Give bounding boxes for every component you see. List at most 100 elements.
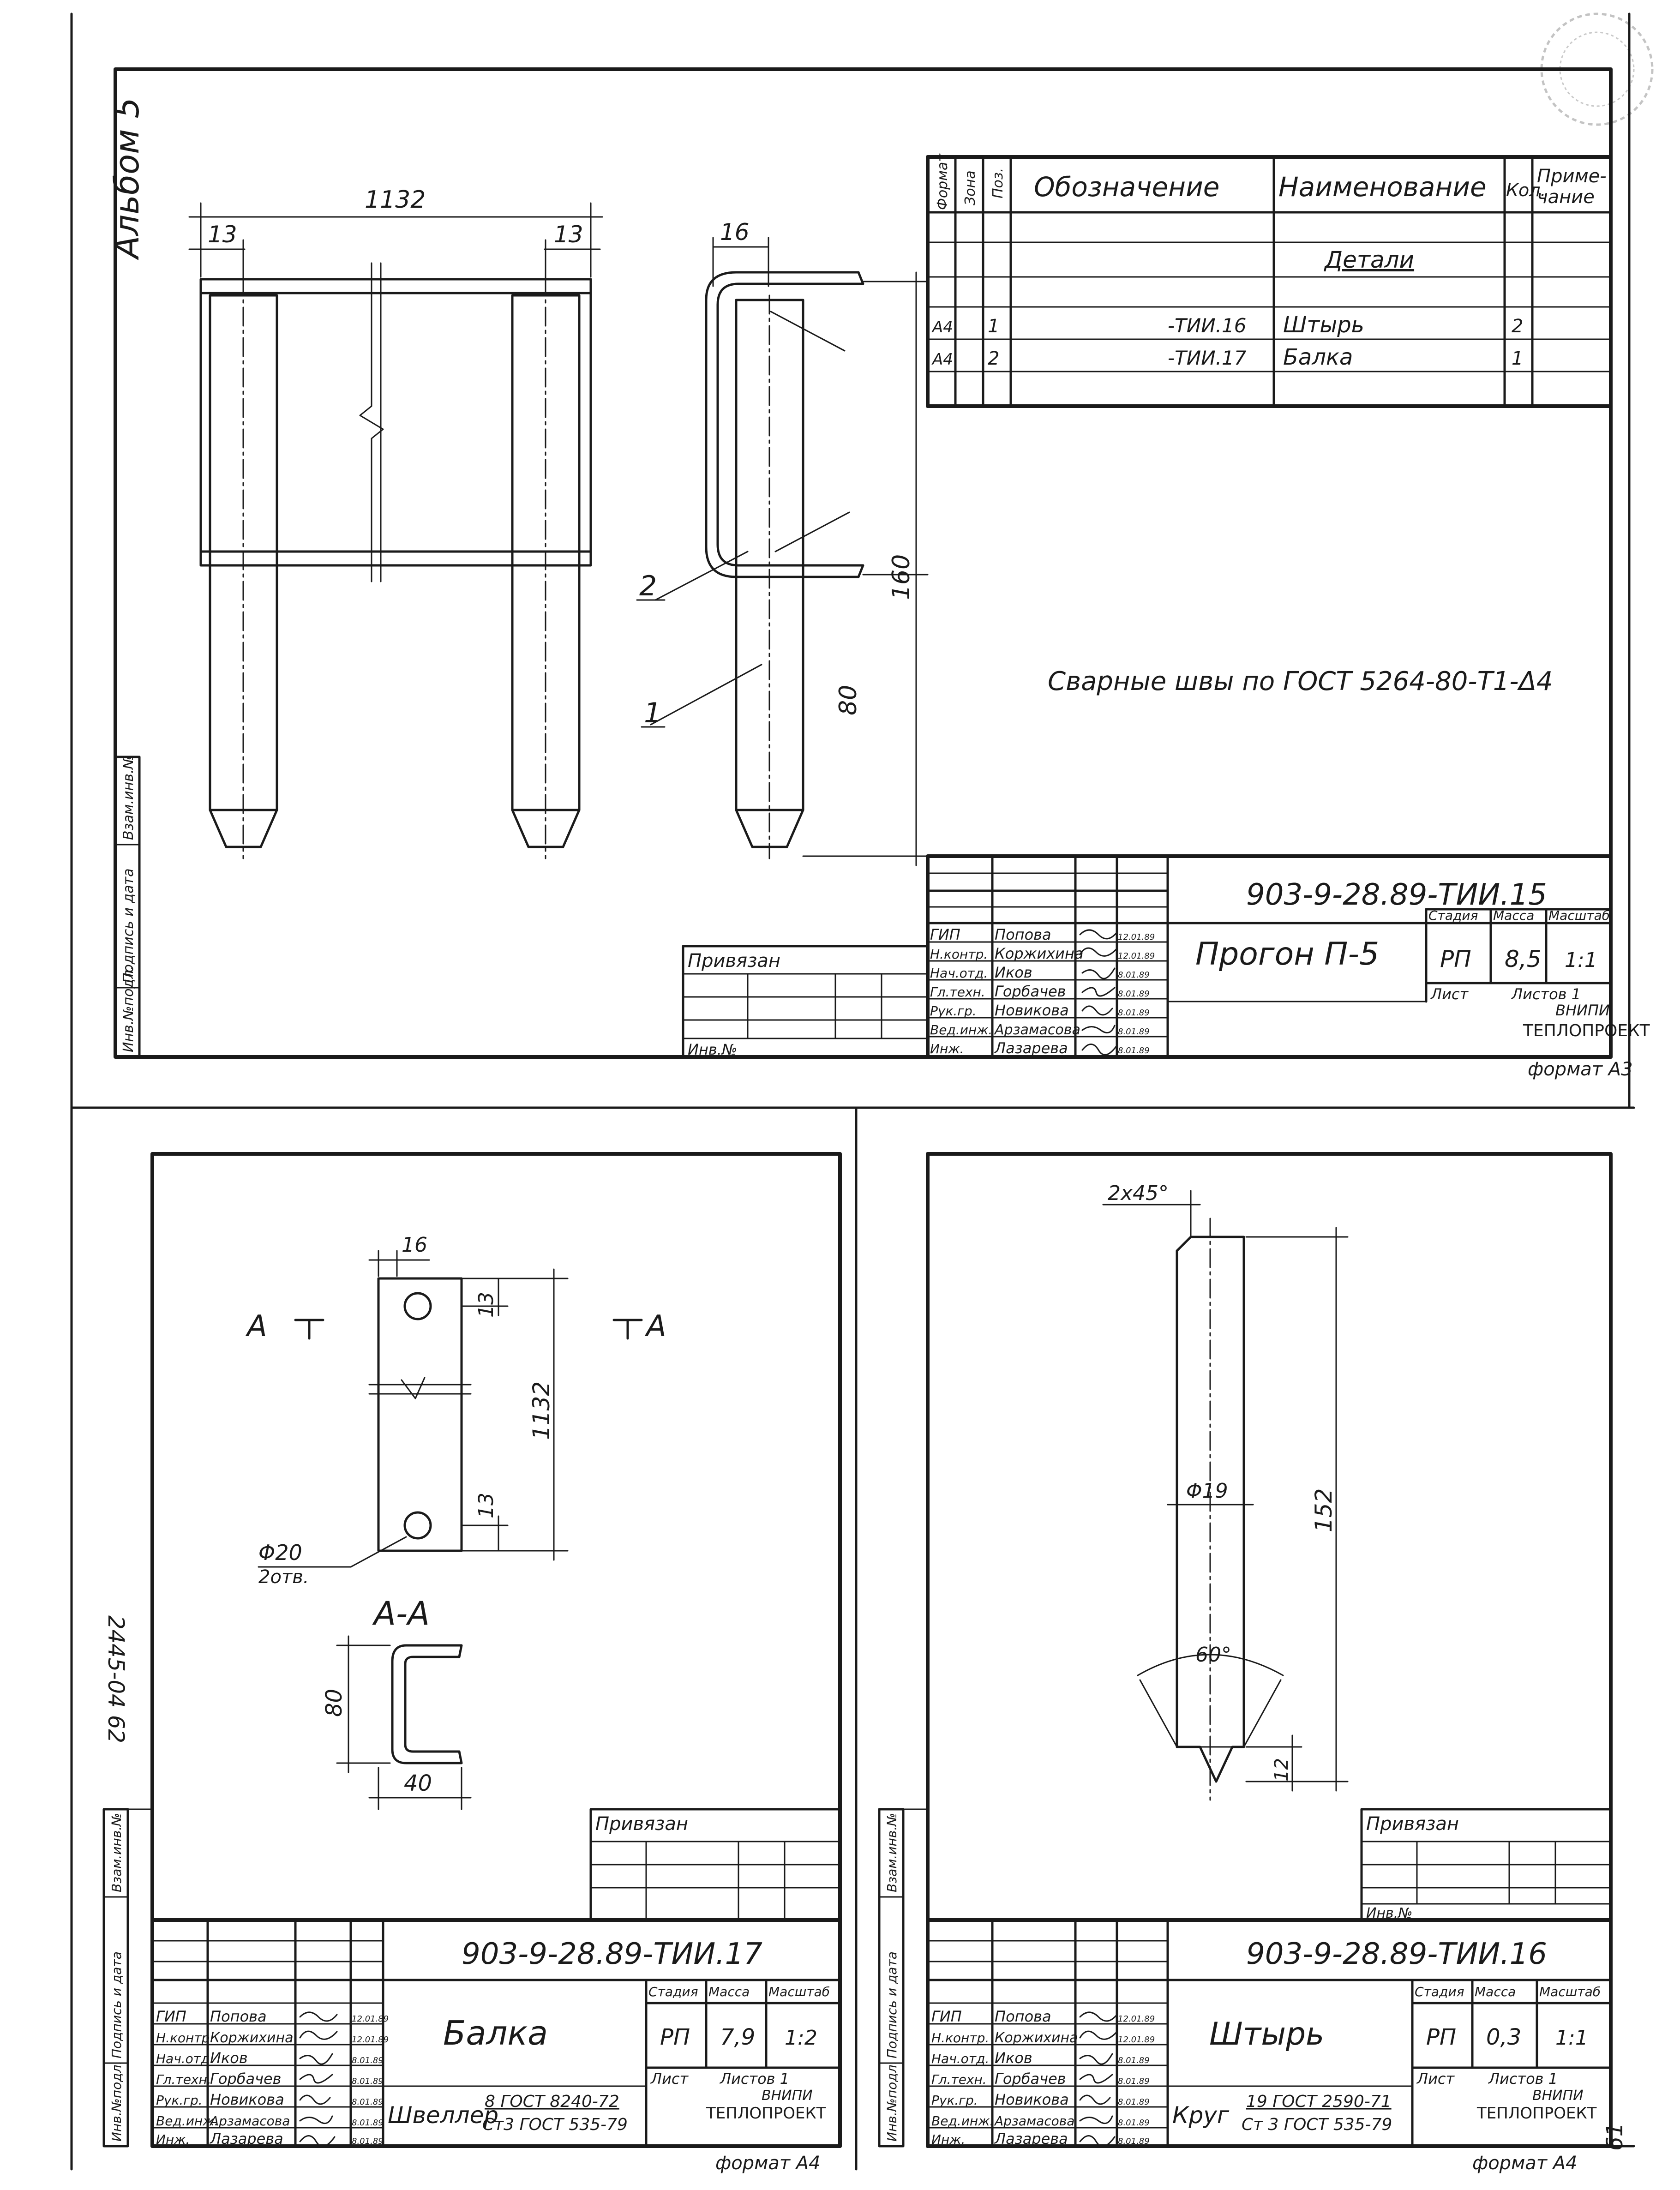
svg-text:Попова: Попова bbox=[210, 2008, 267, 2025]
svg-text:Гл.техн.: Гл.техн. bbox=[931, 2072, 987, 2087]
svg-text:Инв.№подл.: Инв.№подл. bbox=[884, 2061, 900, 2142]
spec-header-pos: Поз. bbox=[990, 168, 1006, 198]
svg-text:Подпись и дата: Подпись и дата bbox=[120, 869, 137, 984]
right-hdr-stage: Стадия bbox=[1415, 1984, 1464, 1999]
right-title-block bbox=[926, 1918, 1613, 2148]
right-hdr-mass: Масса bbox=[1475, 1984, 1516, 1999]
left-stage: РП bbox=[660, 2024, 690, 2050]
beam-hole-dia: Φ20 bbox=[258, 1540, 302, 1565]
left-material-bottom: Ст3 ГОСТ 535-79 bbox=[482, 2115, 628, 2134]
svg-text:8.01.89: 8.01.89 bbox=[1118, 2056, 1150, 2065]
top-inv: Инв.№ bbox=[688, 1041, 737, 1058]
top-title-block bbox=[682, 854, 1613, 1059]
svg-text:Арзамасова: Арзамасова bbox=[994, 2113, 1074, 2129]
svg-text:Гл.техн.: Гл.техн. bbox=[930, 984, 985, 1000]
svg-text:Попова: Попова bbox=[995, 926, 1051, 943]
pin-diameter: Φ19 bbox=[1186, 1479, 1228, 1503]
svg-text:Горбачев: Горбачев bbox=[995, 2070, 1066, 2088]
svg-text:Инв.№подл.: Инв.№подл. bbox=[120, 966, 137, 1052]
spec-row2-qty: 1 bbox=[1512, 348, 1523, 369]
svg-text:Горбачев: Горбачев bbox=[995, 983, 1066, 1000]
spec-header-note-1: Приме- bbox=[1537, 166, 1607, 187]
right-sheet-title: Штырь bbox=[1209, 2016, 1324, 2052]
left-org-2: ТЕПЛОПРОЕКТ bbox=[706, 2104, 826, 2123]
beam-plan-view bbox=[258, 1250, 643, 1568]
right-material-label: Круг bbox=[1172, 2102, 1230, 2129]
svg-text:8.01.89: 8.01.89 bbox=[1118, 989, 1150, 999]
svg-text:Коржихина: Коржихина bbox=[995, 945, 1084, 962]
left-hdr-stage: Стадия bbox=[648, 1984, 698, 1999]
section-title: А-А bbox=[372, 1595, 430, 1632]
svg-text:8.01.89: 8.01.89 bbox=[1118, 2136, 1150, 2146]
dim-13-right: 13 bbox=[554, 221, 583, 248]
right-scale: 1:1 bbox=[1555, 2026, 1588, 2050]
purlin-front-view bbox=[188, 202, 603, 859]
right-sheet-code: 903-9-28.89-ТИИ.16 bbox=[1246, 1937, 1547, 1971]
svg-text:8.01.89: 8.01.89 bbox=[1118, 970, 1150, 980]
svg-text:8.01.89: 8.01.89 bbox=[1118, 2076, 1150, 2086]
section-marker-right: А bbox=[644, 1309, 666, 1344]
svg-text:ГИП: ГИП bbox=[931, 2008, 962, 2025]
svg-text:Инв.№подл.: Инв.№подл. bbox=[109, 2061, 124, 2142]
svg-text:ГИП: ГИП bbox=[930, 926, 960, 943]
svg-text:Горбачев: Горбачев bbox=[210, 2070, 282, 2088]
svg-text:Попова: Попова bbox=[995, 2008, 1051, 2025]
svg-text:Новикова: Новикова bbox=[995, 1002, 1069, 1019]
left-hdr-scale: Масштаб bbox=[768, 1984, 830, 1999]
svg-text:Нач.отд.: Нач.отд. bbox=[156, 2051, 214, 2066]
spec-section-details: Детали bbox=[1324, 246, 1414, 273]
right-material-bottom: Ст 3 ГОСТ 535-79 bbox=[1242, 2115, 1392, 2134]
svg-text:Рук.гр.: Рук.гр. bbox=[156, 2093, 203, 2108]
left-sheet-code: 903-9-28.89-ТИИ.17 bbox=[462, 1937, 762, 1971]
svg-text:Лазарева: Лазарева bbox=[210, 2130, 283, 2148]
svg-text:Н.контр.: Н.контр. bbox=[931, 2030, 989, 2046]
right-material-top: 19 ГОСТ 2590-71 bbox=[1246, 2092, 1392, 2111]
beam-dim-1132: 1132 bbox=[528, 1381, 555, 1440]
svg-text:Рук.гр.: Рук.гр. bbox=[931, 2093, 978, 2108]
spec-row2-format: А4 bbox=[931, 350, 953, 369]
right-side-strip: Инв.№подл. Подпись и дата Взам.инв.№ bbox=[878, 1808, 929, 2148]
section-dim-80: 80 bbox=[321, 1689, 347, 1717]
beam-dim-13b: 13 bbox=[474, 1493, 498, 1518]
top-privyazan: Привязан bbox=[688, 950, 780, 972]
left-format: формат А4 bbox=[715, 2153, 821, 2174]
purlin-side-view bbox=[650, 237, 929, 866]
svg-text:8.01.89: 8.01.89 bbox=[352, 2118, 384, 2128]
svg-text:Нач.отд.: Нач.отд. bbox=[930, 966, 988, 981]
left-sheet-title: Балка bbox=[443, 2014, 548, 2052]
top-org-1: ВНИПИ bbox=[1555, 1002, 1610, 1019]
svg-text:8.01.89: 8.01.89 bbox=[1118, 1046, 1150, 1056]
svg-text:Вед.инж.: Вед.инж. bbox=[156, 2113, 218, 2129]
spec-row2-designation: -ТИИ.17 bbox=[1168, 347, 1247, 369]
top-mass: 8,5 bbox=[1505, 946, 1542, 972]
pin-length: 152 bbox=[1310, 1488, 1337, 1532]
svg-text:Арзамасова: Арзамасова bbox=[209, 2113, 290, 2129]
right-org-2: ТЕПЛОПРОЕКТ bbox=[1476, 2104, 1597, 2123]
top-format: формат А3 bbox=[1528, 1059, 1633, 1080]
svg-text:Взам.инв.№: Взам.инв.№ bbox=[109, 1813, 124, 1892]
svg-text:Коржихина: Коржихина bbox=[995, 2030, 1078, 2046]
svg-text:8.01.89: 8.01.89 bbox=[1118, 2118, 1150, 2128]
spec-row1-format: А4 bbox=[931, 318, 953, 336]
svg-text:8.01.89: 8.01.89 bbox=[352, 2097, 384, 2107]
top-sheet-title: Прогон П-5 bbox=[1195, 936, 1379, 972]
spec-row2-name: Балка bbox=[1283, 344, 1353, 370]
svg-text:8.01.89: 8.01.89 bbox=[1118, 1008, 1150, 1018]
svg-text:Рук.гр.: Рук.гр. bbox=[930, 1003, 977, 1019]
svg-text:Нач.отд.: Нач.отд. bbox=[931, 2051, 989, 2066]
left-side-number: 2445-04 62 bbox=[103, 1615, 129, 1743]
left-scale: 1:2 bbox=[785, 2026, 817, 2050]
dim-13-left: 13 bbox=[208, 221, 237, 248]
left-material-label: Швеллер bbox=[388, 2102, 498, 2129]
svg-text:8.01.89: 8.01.89 bbox=[1118, 1027, 1150, 1037]
pin-chamfer: 2x45° bbox=[1108, 1182, 1169, 1205]
stamp-seal bbox=[1540, 12, 1654, 126]
spec-row1-name: Штырь bbox=[1283, 312, 1364, 338]
spec-row1-qty: 2 bbox=[1512, 316, 1523, 337]
svg-text:12.01.89: 12.01.89 bbox=[352, 2035, 389, 2045]
svg-text:8.01.89: 8.01.89 bbox=[352, 2056, 384, 2065]
left-privyazan-block bbox=[589, 1808, 841, 1921]
svg-text:Взам.инв.№: Взам.инв.№ bbox=[884, 1813, 900, 1892]
position-2: 2 bbox=[639, 570, 657, 602]
right-org-1: ВНИПИ bbox=[1532, 2088, 1584, 2104]
